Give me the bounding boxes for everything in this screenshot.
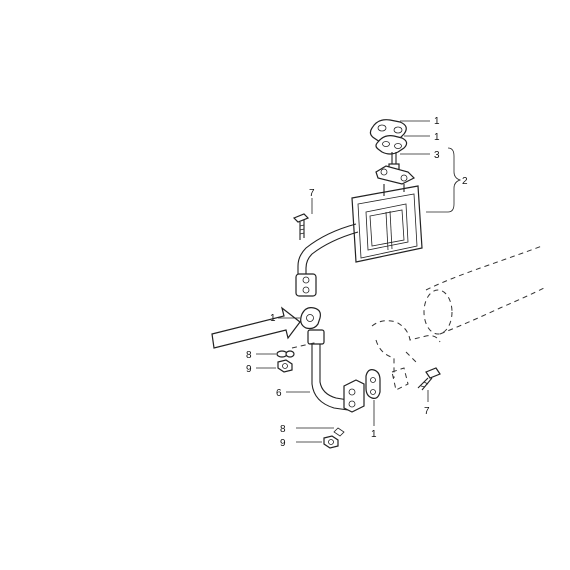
lower-pipe — [291, 329, 365, 413]
label-washer-upper: 8 — [246, 350, 252, 361]
heat-exchanger-box — [351, 184, 423, 263]
label-washer-lower: 8 — [280, 424, 286, 435]
leaders-top — [400, 120, 462, 213]
washer-nut-lower — [296, 427, 345, 449]
upper-pipe — [295, 223, 359, 297]
label-heater-group: 2 — [462, 176, 468, 187]
label-bolt-upper: 7 — [309, 188, 315, 199]
bolt-upper — [292, 198, 313, 240]
label-stud: 3 — [434, 150, 440, 161]
arrow-icon — [211, 306, 301, 349]
gasket-stack-top — [369, 119, 416, 185]
label-gasket-second: 1 — [434, 132, 440, 143]
gasket-middle — [278, 307, 321, 330]
label-gasket-lower: 1 — [371, 429, 377, 440]
label-nut-lower: 9 — [280, 438, 286, 449]
label-bolt-lower: 7 — [424, 406, 430, 417]
washer-nut-upper — [256, 350, 295, 373]
label-gasket-top: 1 — [434, 116, 440, 127]
gasket-lower — [365, 369, 381, 426]
bolt-lower — [417, 367, 441, 402]
label-gasket-arrow: 1 — [270, 313, 276, 324]
label-nut-upper: 9 — [246, 364, 252, 375]
exhaust-manifold-outline — [371, 245, 545, 391]
label-pipe: 6 — [276, 388, 282, 399]
